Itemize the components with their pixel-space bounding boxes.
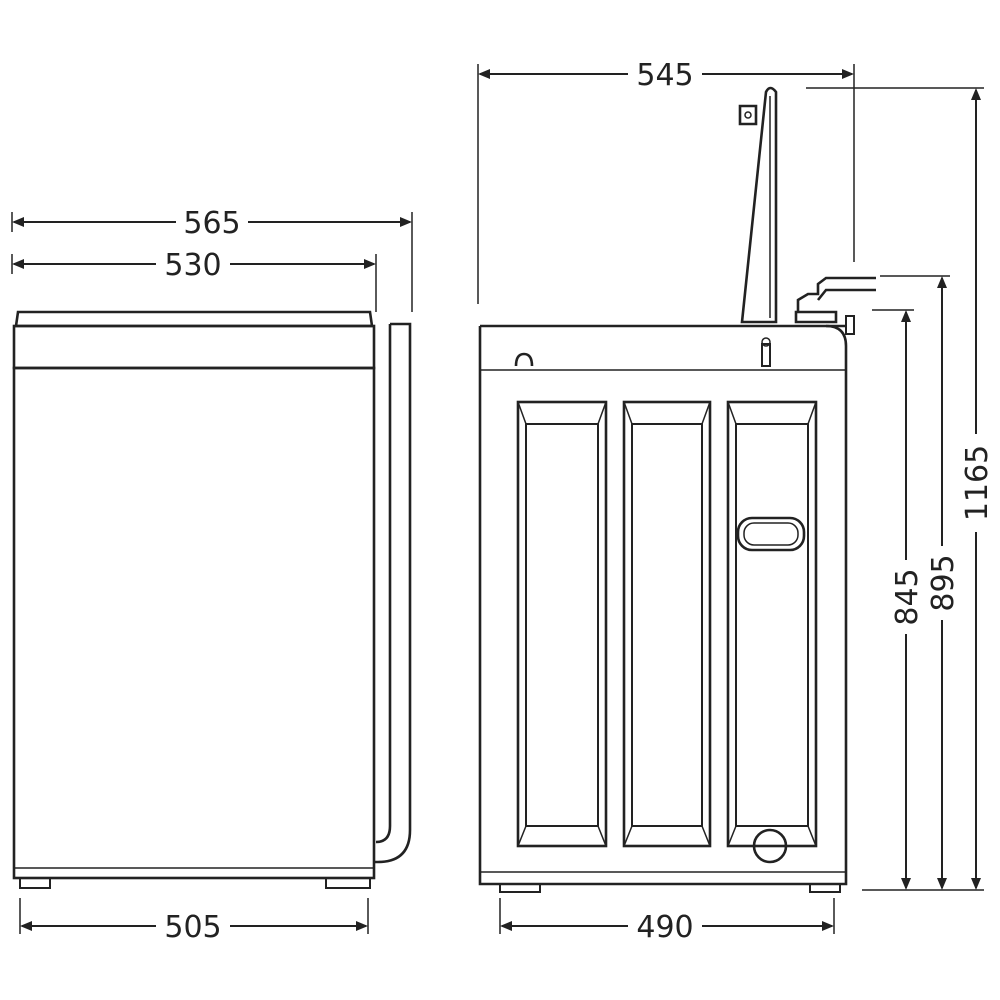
side-panel-2 (622, 400, 712, 848)
dim-side-490: 490 (499, 898, 835, 945)
dim-front-505: 505 (19, 898, 369, 945)
side-drain-outlet (752, 828, 788, 864)
dim-height-1165: 1165 (806, 87, 995, 891)
dim-label-895: 895 (926, 554, 961, 611)
side-panel-1 (516, 400, 608, 848)
side-foot-right (809, 883, 841, 893)
side-water-inlet (796, 276, 876, 312)
dim-label-505: 505 (164, 910, 221, 945)
dim-height-895: 895 (880, 275, 961, 891)
side-foot-left (499, 883, 541, 893)
side-panel-3 (726, 400, 818, 848)
front-view (12, 310, 412, 889)
dim-height-845: 845 (862, 309, 925, 891)
dim-label-1165: 1165 (960, 445, 995, 521)
front-top-band (12, 324, 376, 370)
dim-label-845: 845 (890, 568, 925, 625)
front-drain-hose (374, 322, 412, 864)
front-foot-right (325, 877, 371, 889)
dim-front-565: 565 (11, 206, 413, 312)
side-handle (736, 516, 806, 552)
dim-label-530: 530 (164, 248, 221, 283)
dim-side-545: 545 (477, 58, 855, 304)
dim-front-530: 530 (11, 248, 377, 312)
front-foot-left (19, 877, 51, 889)
front-lid (14, 310, 374, 328)
front-body (12, 366, 376, 880)
side-top-pin (761, 343, 771, 367)
side-open-lid (740, 86, 778, 324)
dim-label-490: 490 (636, 910, 693, 945)
side-top-knob (514, 352, 534, 367)
side-body (478, 324, 848, 886)
dim-label-545: 545 (636, 58, 693, 93)
side-view (478, 86, 876, 893)
dim-label-565: 565 (183, 206, 240, 241)
